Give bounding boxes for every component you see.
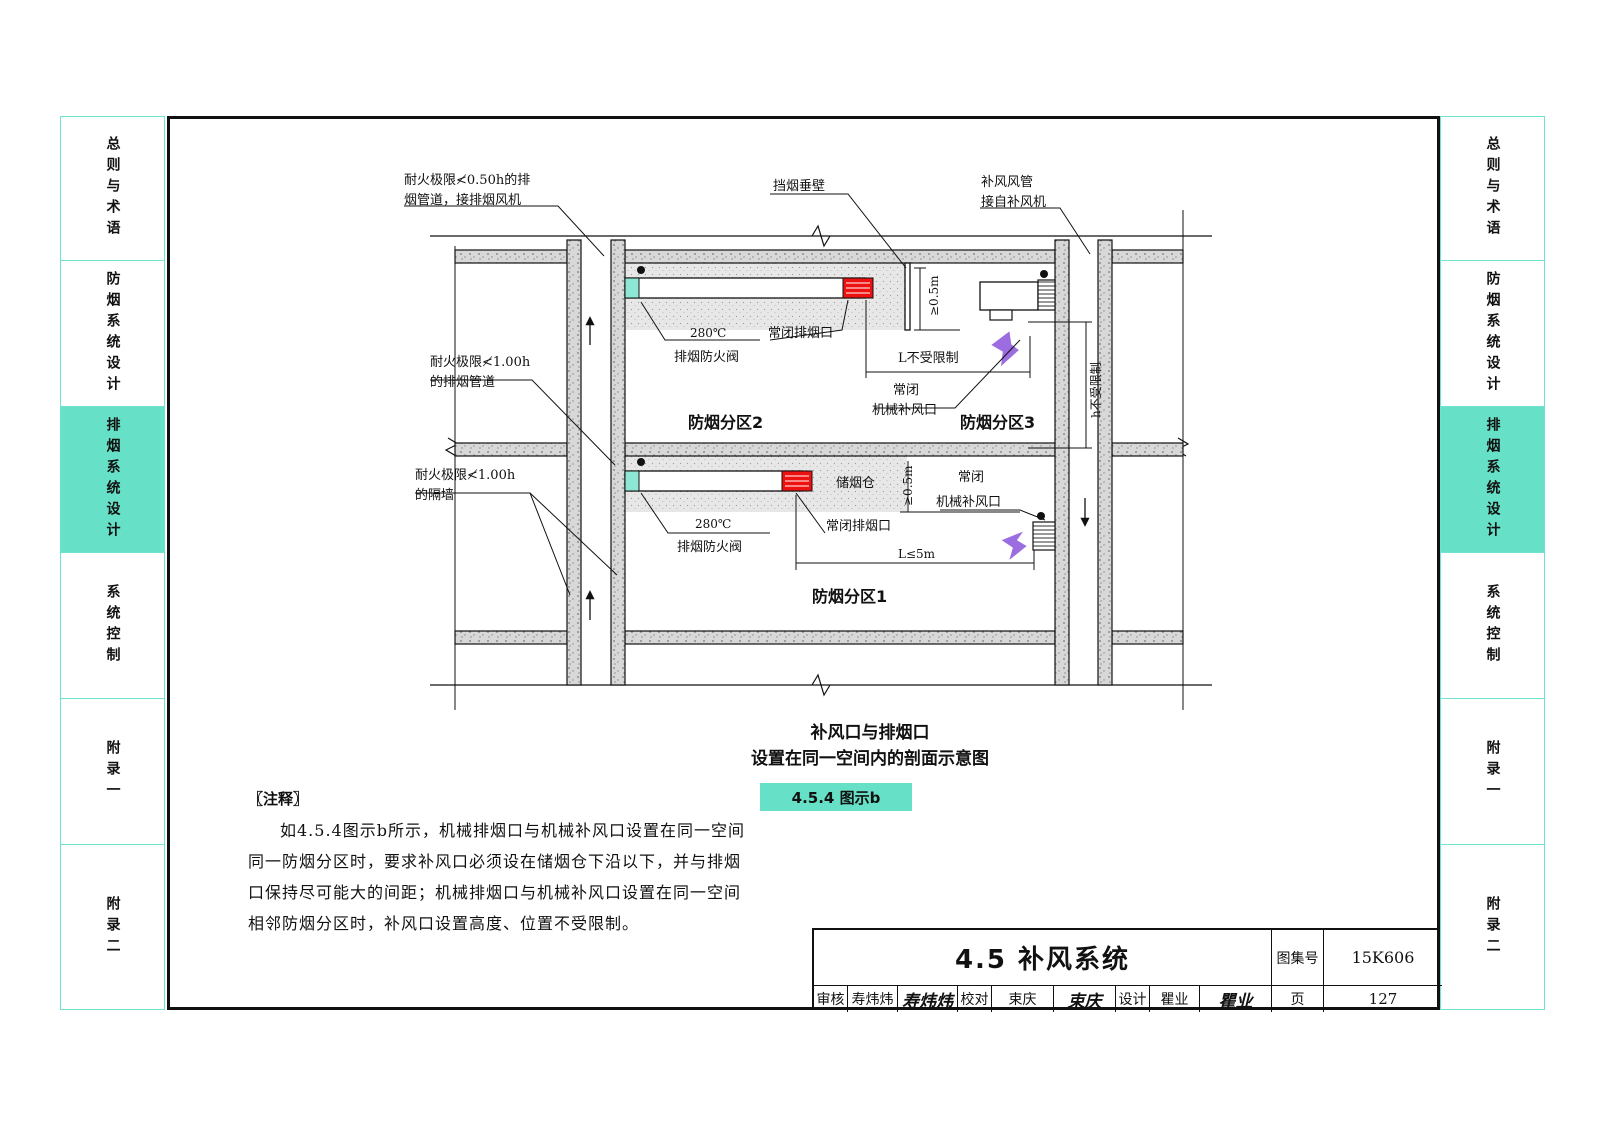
checker-signature: 束庆 xyxy=(1054,986,1116,1012)
label-inlet-top: 常闭 xyxy=(893,383,919,398)
label-l-5m: L≤5m xyxy=(898,547,936,561)
page-number: 127 xyxy=(1368,990,1398,1008)
designer-signature: 瞿业 xyxy=(1200,986,1272,1012)
break-bottom xyxy=(811,673,831,697)
leader-lines xyxy=(404,193,1091,596)
label-wall-100-2: 的隔墙 xyxy=(415,487,454,503)
label-smoke-curtain: 挡烟垂壁 xyxy=(773,179,825,194)
designer-name: 瞿业 xyxy=(1150,986,1200,1012)
label-gt05-bottom: ≥0.5m xyxy=(901,465,915,506)
label-duct-050: 耐火极限≮0.50h的排 xyxy=(404,172,530,188)
lower-supply-grille xyxy=(998,512,1056,565)
atlas-label: 图集号 xyxy=(1272,930,1324,986)
label-duct-050-2: 烟管道，接排烟风机 xyxy=(404,192,521,208)
label-outlet-bottom: 常闭排烟口 xyxy=(826,519,891,534)
right-tab-column: 总则与术语 防烟系统设计 排烟系统设计 系统控制 附录一 附录二 xyxy=(1440,116,1545,1010)
title-block: 4.5 补风系统 图集号 15K606 审核 寿炜炜 寿炜炜 校对 束庆 束庆 … xyxy=(812,928,1442,1012)
note-title: 〖注释〗 xyxy=(248,790,309,808)
tab-appendix-1[interactable]: 附录一 xyxy=(61,699,164,845)
reviewer-name: 寿炜炜 xyxy=(848,986,898,1012)
dimension-lines xyxy=(795,267,1092,570)
design-label: 设计 xyxy=(1116,986,1150,1012)
tab-system-control[interactable]: 系统控制 xyxy=(61,553,164,699)
tab-smoke-exhaust[interactable]: 排烟系统设计 xyxy=(1441,407,1544,553)
exhaust-shaft xyxy=(566,239,626,686)
smoke-curtain xyxy=(904,262,911,331)
label-zone1: 防烟分区1 xyxy=(812,587,887,606)
reviewer-signature: 寿炜炜 xyxy=(898,986,958,1012)
figure-label: 4.5.4 图示b xyxy=(760,783,912,811)
label-gt05-top: ≥0.5m xyxy=(927,275,941,316)
tab-general[interactable]: 总则与术语 xyxy=(1441,117,1544,261)
label-inlet-bottom: 常闭 xyxy=(958,470,984,485)
lower-exhaust-duct xyxy=(624,458,813,492)
tab-appendix-1[interactable]: 附录一 xyxy=(1441,699,1544,845)
drawing-title: 4.5 补风系统 xyxy=(814,930,1272,986)
tab-smoke-prevention[interactable]: 防烟系统设计 xyxy=(1441,261,1544,407)
label-damper-top: 排烟防火阀 xyxy=(674,349,739,365)
atlas-number: 15K606 xyxy=(1324,930,1442,986)
label-l-unlimited: L不受限制 xyxy=(898,351,959,366)
label-zone3: 防烟分区3 xyxy=(960,413,1035,432)
label-supply-duct-2: 接自补风机 xyxy=(981,194,1046,210)
supply-shaft xyxy=(1054,239,1113,686)
break-left xyxy=(444,437,460,457)
tab-appendix-2[interactable]: 附录二 xyxy=(1484,895,1501,959)
label-damper-top-temp: 280℃ xyxy=(690,326,726,340)
tab-general[interactable]: 总则与术语 xyxy=(61,117,164,261)
label-duct-100: 耐火极限≮1.00h xyxy=(430,355,531,370)
checker-name: 束庆 xyxy=(992,986,1054,1012)
caption-line-1: 补风口与排烟口 xyxy=(810,723,930,743)
label-damper-bottom: 排烟防火阀 xyxy=(677,539,742,555)
upper-exhaust-duct xyxy=(624,266,874,299)
label-damper-bottom-temp: 280℃ xyxy=(695,517,731,531)
label-duct-100-2: 的排烟管道 xyxy=(430,374,495,390)
upper-supply-unit xyxy=(979,270,1056,370)
note-body: 如4.5.4图示b所示，机械排烟口与机械补风口设置在同一空间同一防烟分区时，要求… xyxy=(248,821,745,933)
review-label: 审核 xyxy=(814,986,848,1012)
label-zone2: 防烟分区2 xyxy=(688,413,763,432)
tab-system-control[interactable]: 系统控制 xyxy=(1441,553,1544,699)
page-label: 页 xyxy=(1272,986,1324,1012)
left-tab-column: 总则与术语 防烟系统设计 排烟系统设计 系统控制 附录一 附录二 xyxy=(60,116,165,1010)
tab-smoke-exhaust[interactable]: 排烟系统设计 xyxy=(61,407,164,553)
label-supply-duct: 补风风管 xyxy=(981,175,1033,190)
check-label: 校对 xyxy=(958,986,992,1012)
label-inlet-bottom-2: 机械补风口 xyxy=(936,495,1001,510)
tab-appendix-2[interactable]: 附录二 xyxy=(104,895,121,959)
label-smoke-store: 储烟仓 xyxy=(836,476,875,491)
label-inlet-top-2: 机械补风口 xyxy=(872,403,937,418)
tab-smoke-prevention[interactable]: 防烟系统设计 xyxy=(61,261,164,407)
caption-line-2: 设置在同一空间内的剖面示意图 xyxy=(751,749,989,769)
label-outlet-top: 常闭排烟口 xyxy=(768,326,833,341)
break-top xyxy=(811,224,831,248)
label-wall-100: 耐火极限≮1.00h xyxy=(415,468,516,483)
label-h-unlimited: h不受限制 xyxy=(1089,362,1103,418)
